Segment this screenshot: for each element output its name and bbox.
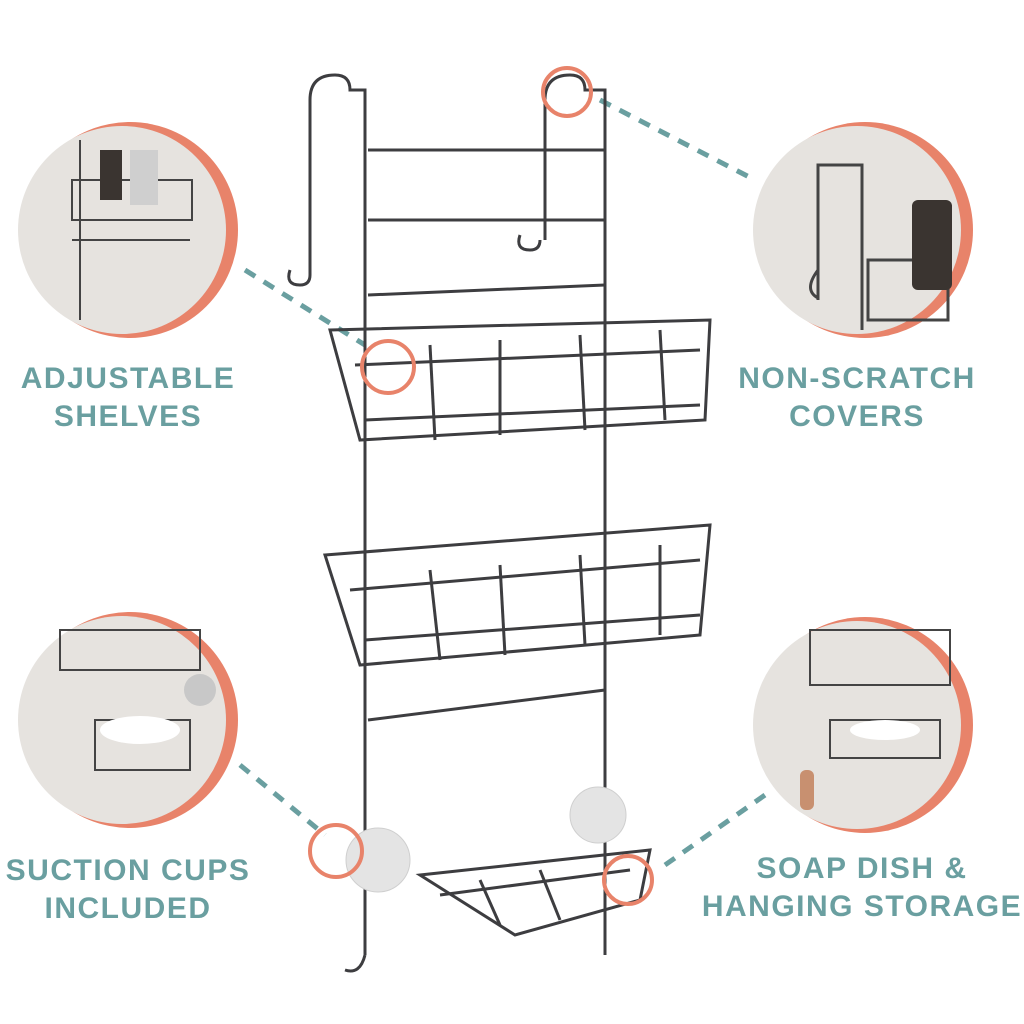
feature-label-line: SUCTION CUPS <box>5 854 251 887</box>
feature-label-suction-cups: SUCTION CUPS INCLUDED <box>0 852 278 928</box>
feature-label-line: SOAP DISH & <box>756 852 968 885</box>
feature-label-line: ADJUSTABLE <box>20 362 236 395</box>
detail-photo-adjustable-shelves <box>18 122 238 338</box>
feature-label-line: HANGING STORAGE <box>701 890 1023 923</box>
feature-label-line: SHELVES <box>53 400 203 433</box>
feature-label-soap-dish: SOAP DISH & HANGING STORAGE <box>697 850 1024 926</box>
shower-caddy-rack <box>287 73 712 973</box>
feature-label-adjustable-shelves: ADJUSTABLE SHELVES <box>0 360 278 436</box>
callout-highlights <box>308 66 654 906</box>
detail-photo-non-scratch-covers <box>753 122 973 338</box>
feature-label-line: NON-SCRATCH <box>738 362 976 395</box>
detail-photo-soap-dish <box>753 617 973 833</box>
feature-label-non-scratch-covers: NON-SCRATCH COVERS <box>707 360 1007 436</box>
feature-label-line: INCLUDED <box>44 892 212 925</box>
connector-lines <box>238 97 767 868</box>
detail-photo-suction-cups <box>18 612 238 828</box>
feature-label-line: COVERS <box>789 400 925 433</box>
